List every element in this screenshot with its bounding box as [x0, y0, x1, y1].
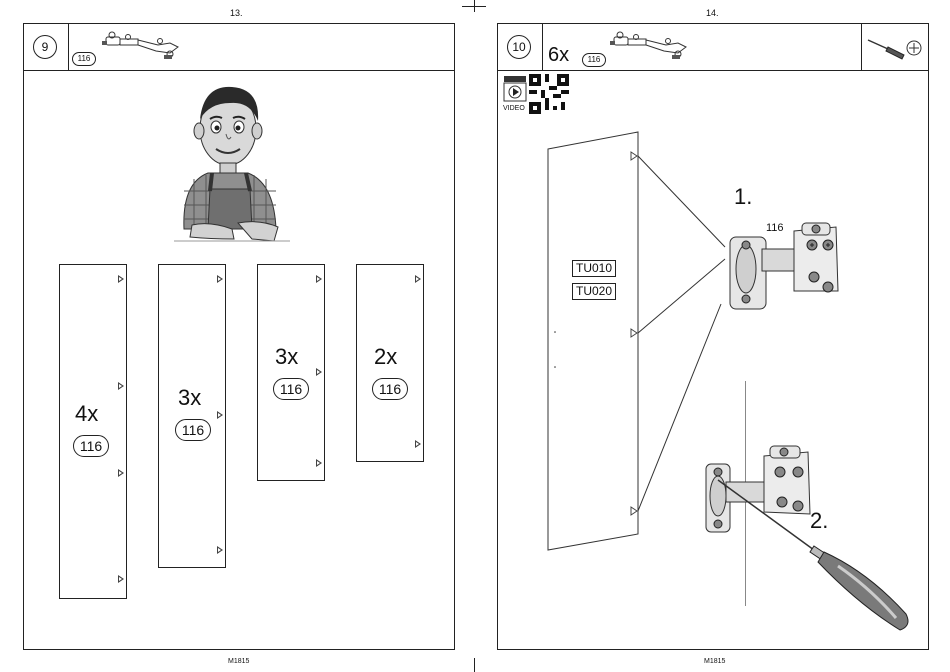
screwdriver-icon — [866, 36, 906, 60]
hinge-step-two — [698, 442, 923, 637]
hinge-marker — [415, 440, 421, 448]
left-page-number: 13. — [230, 8, 243, 18]
step-one-label: 1. — [734, 184, 752, 210]
step-number: 10 — [507, 35, 531, 59]
panel-3-part: 116 — [273, 378, 309, 400]
panel-4-qty: 2x — [374, 344, 397, 370]
crop-mark-bottom — [474, 658, 475, 672]
worker-illustration — [170, 79, 294, 249]
hinge-marker — [316, 368, 322, 376]
panel-4-part: 116 — [372, 378, 408, 400]
right-step-header: 10 6x 116 — [498, 24, 928, 71]
panel-1: 4x 116 — [59, 264, 127, 599]
hinge-marker — [118, 382, 124, 390]
hinge-step-one — [724, 209, 854, 319]
hinge-marker — [118, 469, 124, 477]
crop-mark-top-h — [462, 6, 486, 7]
tool-cell — [861, 24, 928, 70]
right-page-number: 14. — [706, 8, 719, 18]
hinge-marker — [217, 546, 223, 554]
left-footer-code: M1815 — [228, 658, 249, 665]
hinge-marker — [217, 411, 223, 419]
left-step-cell: 9 — [24, 24, 69, 70]
hinge-icon — [606, 27, 692, 61]
hinge-marker — [316, 459, 322, 467]
panel-2-qty: 3x — [178, 385, 201, 411]
panel-code-1: TU010 — [572, 260, 616, 277]
panel-2-part: 116 — [175, 419, 211, 441]
header-qty: 6x — [548, 44, 569, 67]
panel-1-qty: 4x — [75, 401, 98, 427]
left-step-header: 9 116 — [24, 24, 454, 71]
hinge-marker — [118, 275, 124, 283]
right-step-cell: 10 — [498, 24, 543, 70]
left-page-frame: 9 116 — [23, 23, 455, 650]
video-clapper-icon — [503, 75, 527, 103]
hinge-marker — [316, 275, 322, 283]
qr-code[interactable] — [529, 74, 569, 114]
panel-4: 2x 116 — [356, 264, 424, 462]
panel-3: 3x 116 — [257, 264, 325, 481]
hinge-icon — [98, 27, 184, 61]
panel-3-qty: 3x — [275, 344, 298, 370]
phillips-head-icon — [906, 40, 922, 56]
header-part-badge: 116 — [72, 52, 96, 66]
panel-2: 3x 116 — [158, 264, 226, 568]
right-footer-code: M1815 — [704, 658, 725, 665]
hinge-marker — [217, 275, 223, 283]
hinge-marker — [118, 575, 124, 583]
step-number: 9 — [33, 35, 57, 59]
hinge-marker — [415, 275, 421, 283]
right-page-frame: 10 6x 116 — [497, 23, 929, 650]
panel-code-2: TU020 — [572, 283, 616, 300]
video-label: VIDEO — [503, 105, 525, 112]
header-part-badge: 116 — [582, 53, 606, 67]
panel-1-part: 116 — [73, 435, 109, 457]
